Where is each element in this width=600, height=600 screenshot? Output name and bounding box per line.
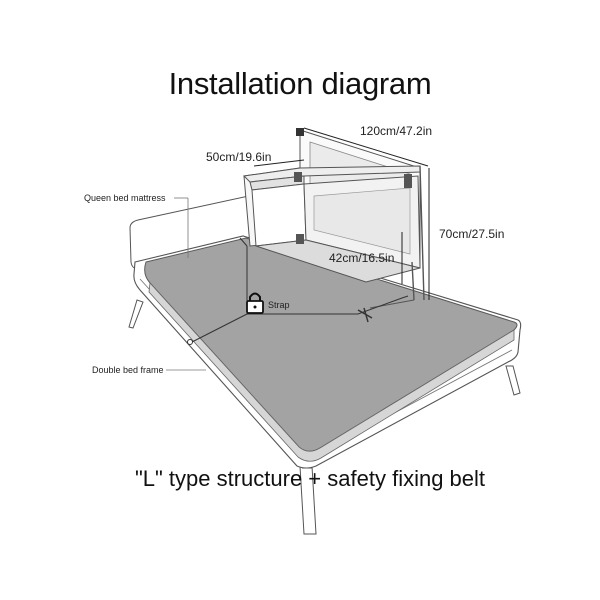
diagram-caption: "L" type structure + safety fixing belt: [134, 466, 486, 491]
lock-icon: [246, 292, 264, 314]
bedside-crib: [242, 128, 425, 309]
safety-strap: [187, 237, 409, 345]
height-dimension-label: 70cm/27.5in: [439, 227, 505, 241]
dimension-lines: [253, 127, 430, 300]
strap-callout: Strap: [268, 300, 290, 310]
width-dimension-label: 120cm/47.2in: [360, 124, 433, 138]
callout-lines: [166, 197, 206, 371]
mattress-callout: Queen bed mattress: [84, 193, 166, 203]
inner-height-dimension-label: 42cm/16.5in: [329, 251, 395, 265]
frame-callout: Double bed frame: [92, 365, 164, 375]
depth-dimension-label: 50cm/19.6in: [206, 150, 272, 164]
diagram-title: Installation diagram: [168, 66, 432, 101]
